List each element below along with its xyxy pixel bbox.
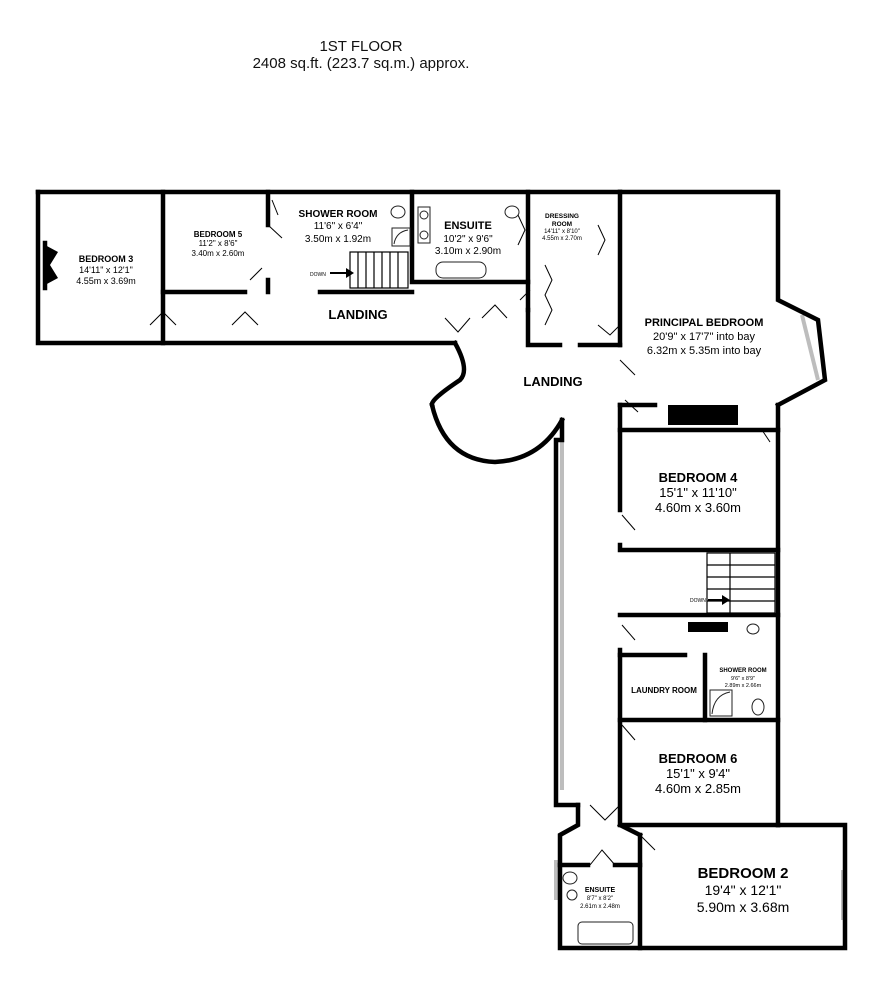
floor-area: 2408 sq.ft. (223.7 sq.m.) approx. <box>252 55 470 72</box>
room-bedroom-2: BEDROOM 2 19'4" x 12'1" 5.90m x 3.68m <box>697 865 790 915</box>
room-bedroom-4: BEDROOM 4 15'1" x 11'10" 4.60m x 3.60m <box>655 470 741 515</box>
svg-text:DOWN: DOWN <box>690 598 706 604</box>
room-metric: 3.10m x 2.90m <box>435 246 501 257</box>
room-bedroom-6: BEDROOM 6 15'1" x 9'4" 4.60m x 2.85m <box>655 751 741 796</box>
room-imperial: 10'2" x 9'6" <box>443 234 493 245</box>
room-shower-room-2: SHOWER ROOM 9'6" x 8'9" 2.89m x 2.66m <box>719 668 766 689</box>
room-name: PRINCIPAL BEDROOM <box>645 317 764 329</box>
fireplace <box>45 245 58 285</box>
room-landing-west: LANDING <box>328 307 387 322</box>
room-metric: 6.32m x 5.35m into bay <box>647 345 762 357</box>
staircase-lower: DOWN <box>690 552 776 614</box>
room-metric: 4.55m x 2.70m <box>542 236 582 242</box>
room-metric: 4.55m x 3.69m <box>76 276 136 286</box>
room-bedroom-5: BEDROOM 5 11'2" x 8'6" 3.40m x 2.60m <box>192 230 245 258</box>
svg-text:DOWN: DOWN <box>310 272 326 278</box>
staircase-upper: DOWN <box>310 251 409 289</box>
windows <box>60 190 845 950</box>
room-imperial: 8'7" x 8'2" <box>587 896 613 902</box>
room-metric: 2.89m x 2.66m <box>725 683 762 689</box>
room-imperial: 19'4" x 12'1" <box>705 882 782 898</box>
room-metric: 2.61m x 2.48m <box>580 904 620 910</box>
room-laundry: LAUNDRY ROOM <box>631 686 697 695</box>
room-metric: 3.50m x 1.92m <box>305 234 371 245</box>
room-name: BEDROOM 6 <box>659 751 738 766</box>
room-imperial: 20'9" x 17'7" into bay <box>653 331 755 343</box>
room-imperial: 11'2" x 8'6" <box>199 239 238 248</box>
room-imperial: 15'1" x 9'4" <box>666 766 730 781</box>
room-metric: 4.60m x 3.60m <box>655 500 741 515</box>
room-name-line1: DRESSING <box>545 213 579 220</box>
room-name: ENSUITE <box>444 220 492 232</box>
bathroom-fixtures <box>390 205 765 945</box>
room-landing-central: LANDING <box>523 374 582 389</box>
chimney-breast <box>688 622 728 632</box>
walls <box>35 189 848 951</box>
room-name: SHOWER ROOM <box>299 209 378 220</box>
room-name: BEDROOM 4 <box>659 470 739 485</box>
room-imperial: 15'1" x 11'10" <box>659 485 737 500</box>
room-imperial: 14'11" x 8'10" <box>544 229 580 235</box>
room-name: ENSUITE <box>585 887 616 894</box>
doors <box>149 199 771 866</box>
room-name: BEDROOM 3 <box>79 254 134 264</box>
room-imperial: 11'6" x 6'4" <box>314 221 363 232</box>
chimney-breast <box>668 405 738 425</box>
room-name-line2: ROOM <box>552 221 572 228</box>
room-ensuite-2: ENSUITE 8'7" x 8'2" 2.61m x 2.48m <box>580 887 620 910</box>
room-principal-bedroom: PRINCIPAL BEDROOM 20'9" x 17'7" into bay… <box>645 317 764 357</box>
room-name: BEDROOM 5 <box>194 230 243 239</box>
floor-title: 1ST FLOOR <box>319 38 403 55</box>
room-imperial: 9'6" x 8'9" <box>731 676 755 682</box>
room-ensuite-1: ENSUITE 10'2" x 9'6" 3.10m x 2.90m <box>435 220 501 257</box>
room-metric: 5.90m x 3.68m <box>697 899 790 915</box>
room-bedroom-3: BEDROOM 3 14'11" x 12'1" 4.55m x 3.69m <box>76 254 136 286</box>
room-imperial: 14'11" x 12'1" <box>79 265 133 275</box>
room-metric: 4.60m x 2.85m <box>655 781 741 796</box>
room-metric: 3.40m x 2.60m <box>192 249 245 258</box>
room-dressing-room: DRESSING ROOM 14'11" x 8'10" 4.55m x 2.7… <box>542 213 582 242</box>
room-name: SHOWER ROOM <box>719 668 766 674</box>
room-shower-room-1: SHOWER ROOM 11'6" x 6'4" 3.50m x 1.92m <box>299 209 378 245</box>
room-name: BEDROOM 2 <box>698 865 789 882</box>
